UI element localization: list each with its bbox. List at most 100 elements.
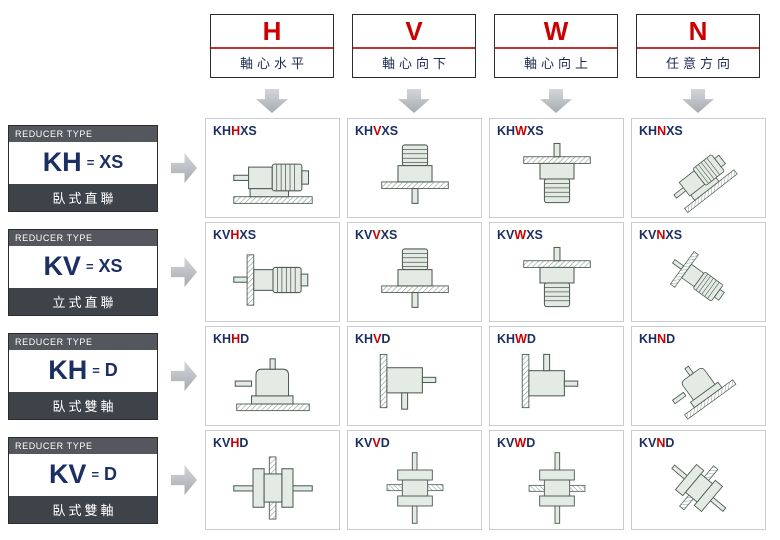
orientation-box: W 軸心向上 bbox=[494, 14, 618, 78]
model-orientation: W bbox=[514, 436, 527, 450]
model-orientation: H bbox=[230, 228, 240, 242]
model-grid: KHHXS KHVXS KHWXS KHNXS KVHXS KVVXS KVWX… bbox=[205, 118, 766, 530]
reducer-type-subtitle: 臥式雙軸 bbox=[9, 391, 157, 419]
cell-khnd: KHND bbox=[631, 326, 766, 426]
reducer-drawing-horizontal-gearmotor-icon bbox=[232, 163, 313, 204]
reducer-code-main: KH bbox=[48, 355, 88, 385]
model-code: KHHXS bbox=[206, 119, 339, 138]
model-code: KHWD bbox=[490, 327, 623, 346]
orientation-header-h: H 軸心水平 bbox=[210, 14, 334, 113]
model-prefix: KH bbox=[639, 332, 658, 346]
cell-khnxs: KHNXS bbox=[631, 118, 766, 218]
orientation-subtitle: 軸心向上 bbox=[495, 47, 617, 77]
reducer-type-label: REDUCER TYPE bbox=[9, 437, 157, 454]
reducer-type-subtitle: 臥式雙軸 bbox=[9, 495, 157, 523]
cell-khhd: KHHD bbox=[205, 326, 340, 426]
reducer-drawing-plate-shaft-up-icon bbox=[528, 452, 585, 524]
model-orientation: V bbox=[373, 332, 382, 346]
orientation-subtitle: 任意方向 bbox=[637, 47, 759, 77]
model-prefix: KV bbox=[639, 436, 657, 450]
reducer-type-kv-xs: REDUCER TYPE KV = XS 立式直聯 bbox=[8, 224, 197, 320]
reducer-drawing-shaft-up-gearmotor-icon bbox=[522, 246, 591, 308]
model-suffix: D bbox=[381, 332, 391, 346]
cell-kvnxs: KVNXS bbox=[631, 222, 766, 322]
orientation-letter: N bbox=[688, 16, 708, 46]
cell-khvxs: KHVXS bbox=[347, 118, 482, 218]
cell-khwd: KHWD bbox=[489, 326, 624, 426]
model-suffix: D bbox=[526, 332, 536, 346]
model-code: KHWXS bbox=[490, 119, 623, 138]
reducer-code-variant: XS bbox=[99, 152, 124, 172]
orientation-box: N 任意方向 bbox=[636, 14, 760, 78]
model-code: KHND bbox=[632, 327, 765, 346]
model-code: KHVXS bbox=[348, 119, 481, 138]
cell-kvhxs: KVHXS bbox=[205, 222, 340, 322]
reducer-code: KH = D bbox=[9, 350, 157, 392]
reducer-code-variant: XS bbox=[98, 256, 123, 276]
arrow-down-icon bbox=[398, 89, 430, 113]
model-prefix: KV bbox=[213, 436, 231, 450]
cell-kvwd: KVWD bbox=[489, 430, 624, 530]
model-code: KVHD bbox=[206, 431, 339, 450]
reducer-drawing-plate-double-shaft-icon bbox=[232, 456, 313, 520]
reducer-type-kh-xs: REDUCER TYPE KH = XS 臥式直聯 bbox=[8, 120, 197, 216]
reducer-drawing-foot-double-shaft-icon bbox=[234, 358, 310, 412]
model-suffix: XS bbox=[666, 124, 683, 138]
reducer-type-box: REDUCER TYPE KH = XS 臥式直聯 bbox=[8, 124, 158, 212]
model-code: KVNXS bbox=[632, 223, 765, 242]
model-suffix: XS bbox=[665, 228, 683, 242]
arrow-right-icon bbox=[171, 257, 197, 287]
model-orientation: N bbox=[657, 124, 667, 138]
model-prefix: KH bbox=[639, 124, 658, 138]
model-code: KHVD bbox=[348, 327, 481, 346]
model-code: KVHXS bbox=[206, 223, 339, 242]
model-code: KHNXS bbox=[632, 119, 765, 138]
reducer-type-kh-d: REDUCER TYPE KH = D 臥式雙軸 bbox=[8, 328, 197, 424]
reducer-code: KV = XS bbox=[9, 246, 157, 288]
cell-kvhd: KVHD bbox=[205, 430, 340, 530]
model-prefix: KV bbox=[497, 436, 515, 450]
reducer-type-box: REDUCER TYPE KH = D 臥式雙軸 bbox=[8, 332, 158, 420]
reducer-drawing-inclined-gearmotor-icon bbox=[667, 148, 738, 213]
equals-sign: = bbox=[86, 155, 95, 170]
model-prefix: KV bbox=[497, 228, 515, 242]
reducer-type-kv-d: REDUCER TYPE KV = D 臥式雙軸 bbox=[8, 432, 197, 528]
model-suffix: XS bbox=[240, 124, 257, 138]
model-code: KVWD bbox=[490, 431, 623, 450]
model-code: KVVXS bbox=[348, 223, 481, 242]
orientation-letter: W bbox=[543, 16, 569, 46]
model-suffix: XS bbox=[239, 228, 257, 242]
model-suffix: XS bbox=[380, 228, 398, 242]
cell-kvnd: KVND bbox=[631, 430, 766, 530]
reducer-drawing-inclined-double-shaft-icon bbox=[655, 451, 742, 525]
cell-kvwxs: KVWXS bbox=[489, 222, 624, 322]
model-prefix: KV bbox=[639, 228, 657, 242]
reducer-type-box: REDUCER TYPE KV = XS 立式直聯 bbox=[8, 228, 158, 316]
orientation-letter: V bbox=[405, 16, 423, 46]
reducer-drawing-shaft-up-gearmotor-icon bbox=[522, 142, 591, 204]
reducer-code: KV = D bbox=[9, 454, 157, 496]
model-orientation: N bbox=[656, 436, 666, 450]
model-suffix: XS bbox=[526, 124, 544, 138]
model-orientation: N bbox=[657, 332, 667, 346]
model-prefix: KV bbox=[213, 228, 231, 242]
model-orientation: V bbox=[373, 124, 382, 138]
model-orientation: H bbox=[231, 332, 241, 346]
reducer-type-label: REDUCER TYPE bbox=[9, 229, 157, 246]
reducer-code-main: KH bbox=[42, 147, 82, 177]
model-orientation: W bbox=[514, 228, 527, 242]
reducer-drawing-wall-shaft-up-icon bbox=[521, 353, 578, 409]
reducer-code-main: KV bbox=[48, 459, 87, 489]
reducer-drawing-inclined-double-shaft-icon bbox=[660, 349, 736, 421]
orientation-header-n: N 任意方向 bbox=[636, 14, 760, 113]
model-suffix: D bbox=[666, 332, 676, 346]
orientation-box: H 軸心水平 bbox=[210, 14, 334, 78]
model-suffix: D bbox=[239, 436, 249, 450]
reducer-code-main: KV bbox=[43, 251, 81, 281]
model-suffix: XS bbox=[526, 228, 543, 242]
model-orientation: H bbox=[230, 436, 240, 450]
orientation-box: V 軸心向下 bbox=[352, 14, 476, 78]
model-orientation: V bbox=[372, 436, 381, 450]
reducer-type-box: REDUCER TYPE KV = D 臥式雙軸 bbox=[8, 436, 158, 524]
